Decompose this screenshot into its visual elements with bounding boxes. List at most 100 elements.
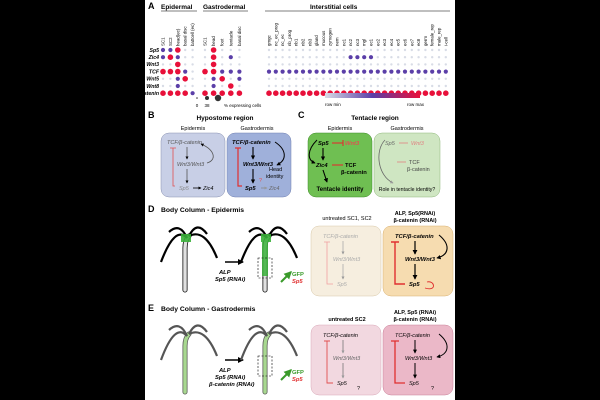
expression-dot — [190, 91, 195, 96]
expression-dot — [221, 84, 224, 88]
expression-dot — [369, 84, 373, 88]
expression-dot — [266, 90, 272, 96]
expression-dot — [329, 77, 332, 81]
expression-dot — [169, 77, 172, 81]
column-label: female_rep — [430, 23, 435, 46]
expression-dot — [295, 63, 298, 66]
expression-dot — [397, 77, 400, 81]
expression-dot — [202, 90, 208, 96]
expression-dot — [390, 84, 393, 88]
column-label: nb2 — [301, 38, 306, 46]
expression-dot — [274, 84, 277, 88]
expression-dot — [288, 84, 291, 88]
expression-dot — [301, 84, 305, 88]
expression-dot — [210, 54, 217, 60]
expression-dot — [436, 69, 442, 74]
expression-dot — [443, 69, 448, 74]
expression-dot — [402, 69, 408, 74]
column-label: male_rep — [437, 27, 442, 46]
expression-dot — [267, 63, 271, 66]
autoinhibition-loop — [424, 281, 434, 290]
expression-dot — [375, 69, 380, 74]
expression-dot — [410, 63, 413, 66]
expression-dot — [423, 69, 428, 74]
b-epi-zic4: Zic4 — [202, 186, 213, 192]
expression-dot — [334, 69, 340, 74]
column-label: ec8 — [416, 38, 421, 46]
e-un-question: ? — [357, 386, 360, 392]
expression-dot — [417, 63, 420, 66]
expression-dot — [356, 63, 359, 66]
expression-dot — [308, 63, 311, 66]
c-epi-wnt3: Wnt3 — [345, 141, 360, 147]
c-gas-wnt3: Wnt3 — [411, 141, 425, 147]
expression-dot — [286, 90, 293, 96]
e-untreated-label: untreated SC2 — [328, 317, 365, 323]
expression-dot — [203, 63, 207, 66]
expression-dot — [349, 84, 352, 88]
expression-dot — [403, 84, 407, 88]
expression-dot — [376, 63, 379, 66]
expression-dot — [288, 77, 291, 81]
column-label: ec5 — [396, 38, 401, 46]
feedback-arrow — [436, 333, 448, 359]
expression-dot — [348, 55, 353, 60]
expression-dot — [238, 63, 241, 66]
expression-dot — [342, 77, 345, 81]
expression-dot — [308, 56, 311, 59]
expression-dot — [356, 84, 359, 88]
column-label: zymogen — [328, 28, 333, 46]
group-epidermal: Epidermal — [161, 4, 193, 11]
d-un-tcf: TCF/β-catenin — [323, 234, 358, 240]
panel-b-gastrodermis: Gastrodermis — [240, 126, 273, 132]
column-label: nc2 — [348, 38, 353, 46]
expression-dot — [397, 56, 400, 59]
expression-dot — [437, 77, 441, 81]
e-treatment-alp: ALP — [218, 368, 231, 374]
gene-label: Wnt3 — [146, 62, 159, 68]
expression-dot — [191, 84, 194, 88]
expression-dot — [281, 84, 284, 88]
panel-b-label: B — [148, 110, 155, 120]
expression-dot — [417, 84, 420, 88]
e-tr-sp5: Sp5 — [409, 381, 420, 387]
column-label: tentacle — [228, 30, 233, 46]
expression-dot — [363, 77, 366, 81]
expression-dot — [237, 69, 242, 74]
expression-dot — [369, 48, 373, 52]
expression-dot — [274, 63, 277, 66]
expression-dot — [390, 77, 393, 81]
panel-d-title: Body Column - Epidermis — [161, 207, 244, 214]
expression-dot — [410, 48, 413, 52]
up-arrow — [280, 369, 292, 381]
arrow — [322, 169, 328, 183]
d-treatment-alp: ALP — [218, 270, 231, 276]
expression-dot — [267, 84, 271, 88]
b-head-identity-1: Head — [269, 167, 282, 173]
b-epi-sp5: Sp5 — [179, 186, 190, 192]
expression-dot — [307, 90, 313, 96]
expression-dot — [396, 69, 401, 74]
expression-dot — [288, 48, 291, 52]
expression-dot — [203, 56, 207, 59]
expression-dot — [313, 90, 320, 96]
inhibition-line — [170, 147, 176, 187]
c-epi-sp5: Sp5 — [318, 141, 329, 147]
gene-labels: Sp5Zic4Wnt3TCFWnt5Wnt8β-catenin — [145, 48, 160, 97]
expression-dot — [342, 56, 345, 59]
expression-dot — [329, 84, 332, 88]
d-tr-tcf: TCF/β-catenin — [395, 234, 434, 240]
feedback-arrow — [436, 234, 448, 260]
expression-dot — [301, 56, 305, 59]
expression-dot — [175, 55, 180, 60]
feedback-arrow — [308, 139, 318, 164]
expression-dot — [175, 47, 181, 53]
expression-dot — [279, 90, 286, 96]
expression-dot — [308, 84, 311, 88]
gene-label: Wnt5 — [146, 77, 159, 83]
expression-dot — [429, 90, 436, 96]
hydra-illustration-treated — [239, 226, 299, 293]
column-label: nc_ec — [280, 33, 285, 46]
expression-dot — [437, 84, 441, 88]
